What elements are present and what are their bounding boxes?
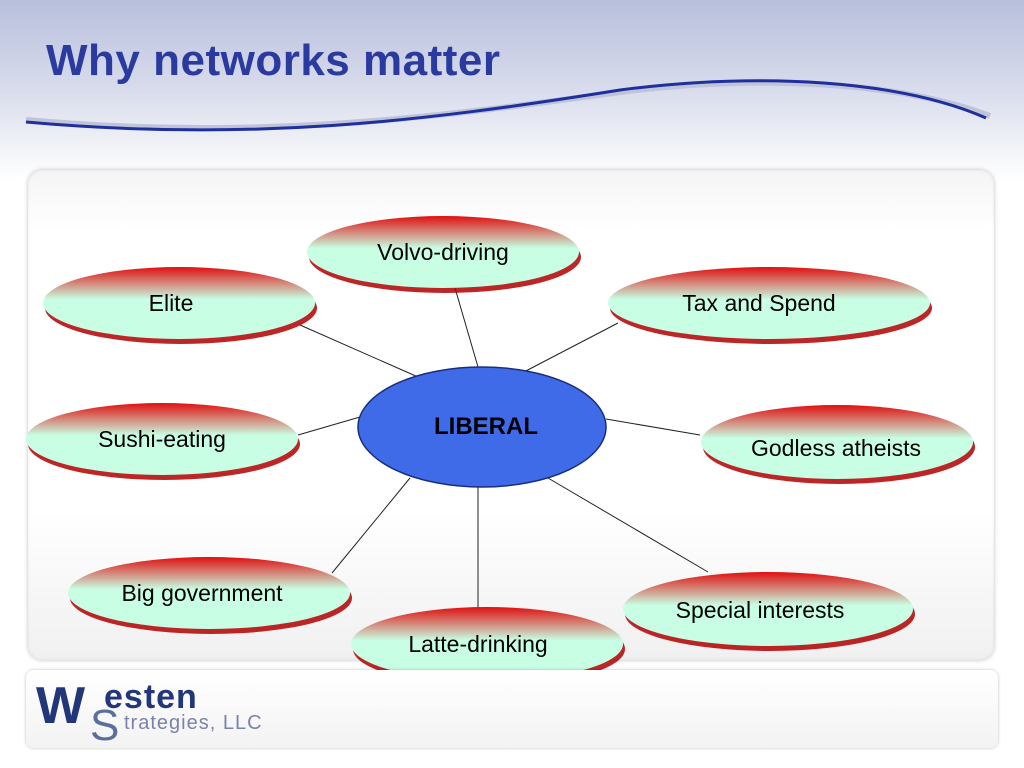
connector-tax-and-spend — [519, 322, 619, 375]
connector-special-interests — [547, 477, 709, 573]
node-label: Tax and Spend — [682, 290, 835, 316]
connector-elite — [299, 324, 419, 378]
footer-bar — [26, 670, 998, 748]
node-godless-atheists: Godless atheists — [701, 405, 975, 484]
slide-title: Why networks matter — [46, 36, 501, 85]
node-label: Special interests — [676, 597, 845, 623]
node-sushi-eating: Sushi-eating — [26, 403, 300, 480]
node-label: Big government — [121, 580, 283, 606]
node-label: Latte-drinking — [408, 631, 547, 657]
node-volvo-driving: Volvo-driving — [307, 216, 581, 293]
logo-subtitle: trategies, LLC — [124, 712, 263, 734]
logo-initial-s: S — [90, 701, 120, 750]
center-node — [357, 366, 607, 488]
center-node-label: LIBERAL — [434, 413, 538, 440]
connector-godless-atheists — [605, 418, 701, 436]
connector-sushi-eating — [297, 416, 361, 436]
node-label: Sushi-eating — [98, 426, 226, 452]
title-swoosh — [25, 79, 992, 132]
node-elite: Elite — [43, 267, 317, 344]
node-big-government: Big government — [68, 557, 352, 634]
connector-volvo-driving — [454, 287, 479, 368]
node-special-interests: Special interests — [623, 572, 915, 651]
node-latte-drinking: Latte-drinking — [351, 607, 625, 686]
westen-strategies-logo: W S esten trategies, LLC — [36, 676, 306, 750]
logo-initial-w: W — [36, 677, 85, 735]
node-label: Volvo-driving — [377, 239, 509, 265]
connector-big-government — [331, 477, 411, 574]
logo-name: esten — [104, 678, 198, 716]
node-label: Elite — [149, 290, 194, 316]
node-label: Godless atheists — [751, 435, 921, 461]
node-tax-and-spend: Tax and Spend — [608, 267, 932, 344]
